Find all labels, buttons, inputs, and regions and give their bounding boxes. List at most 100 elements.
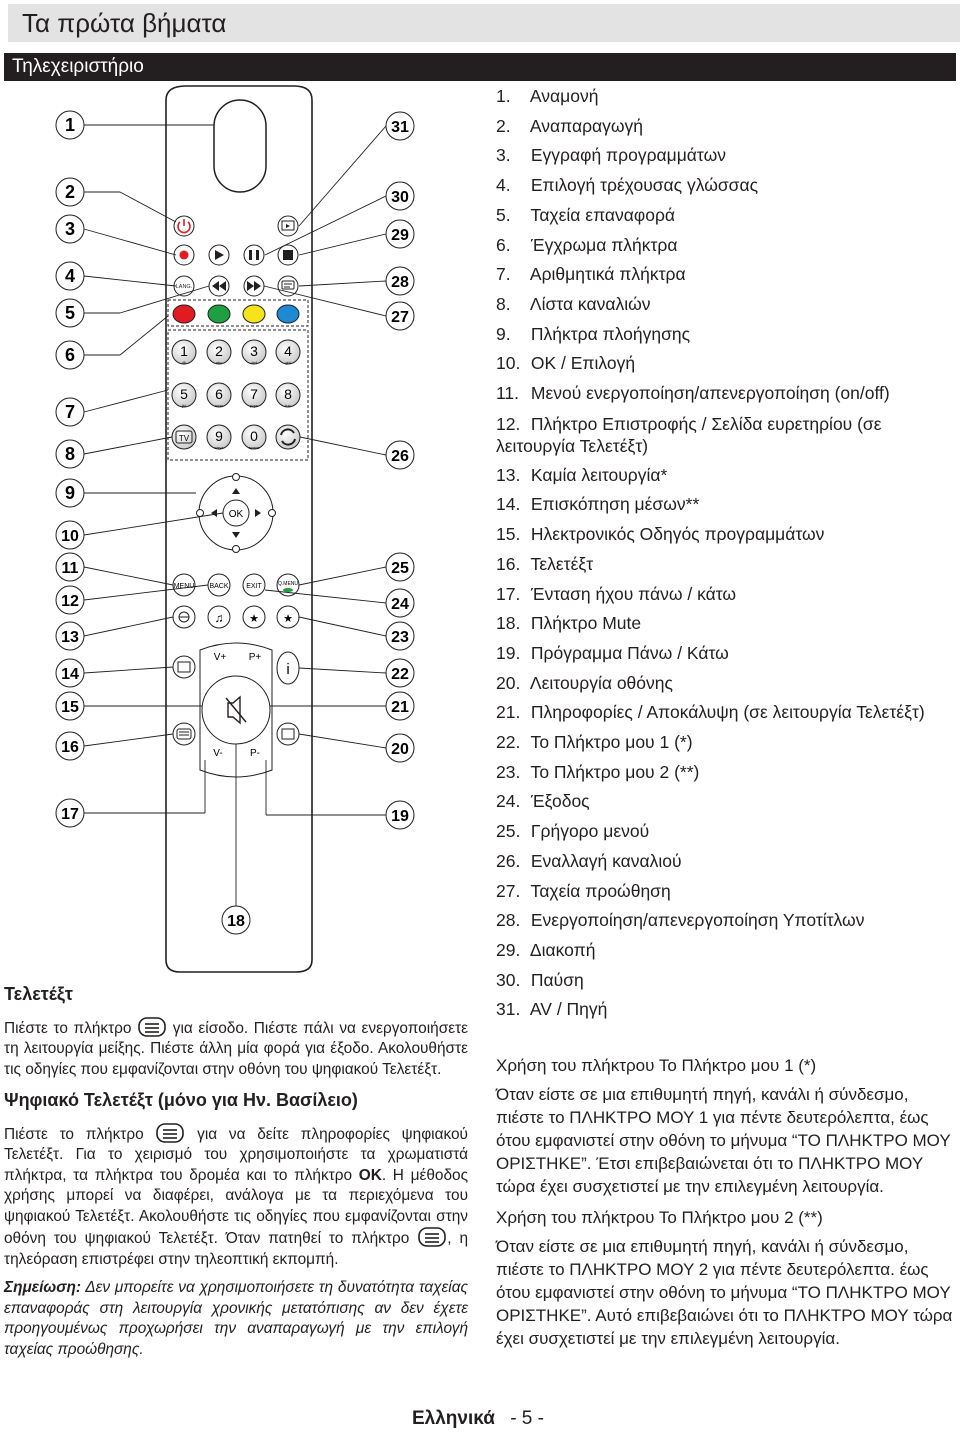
legend-item: 5. Ταχεία επαναφορά <box>496 204 676 225</box>
blue-button <box>276 304 300 324</box>
callout-9: 9 <box>55 478 85 508</box>
legend-item: 24. Έξοδος <box>496 791 590 812</box>
digit-3-sub: def <box>251 360 257 365</box>
svg-text:1: 1 <box>65 115 75 135</box>
svg-text:7: 7 <box>65 402 75 422</box>
prog-up-label: P+ <box>249 652 262 663</box>
digit-4-label: 4 <box>284 343 292 359</box>
section-title: Τηλεχειριστήριο <box>4 53 956 81</box>
legend-item: 8. Λίστα καναλιών <box>496 293 651 314</box>
svg-text:18: 18 <box>227 913 245 930</box>
callout-27: 27 <box>385 301 415 331</box>
menu-button: MENU <box>172 573 196 597</box>
legend-item: 25. Γρήγορο μενού <box>496 821 650 842</box>
legend-item: 19. Πρόγραμμα Πάνω / Κάτω <box>496 642 729 663</box>
lang-button: LANG. <box>173 275 195 297</box>
digit-2-sub: abc <box>216 360 222 365</box>
teletext-icon <box>138 1016 166 1037</box>
callout-18: 18 <box>221 905 251 935</box>
digit-0-label: 0 <box>250 428 258 444</box>
exit-button: EXIT <box>242 573 266 597</box>
no-function-button <box>172 605 196 629</box>
teletext-heading: Τελετέξτ <box>4 984 73 1004</box>
footer-page-number: - 5 - <box>510 1408 544 1429</box>
source-button <box>277 215 299 237</box>
exit-label: EXIT <box>246 583 262 590</box>
svg-text:17: 17 <box>61 806 79 823</box>
svg-text:27: 27 <box>391 309 409 326</box>
yellow-button <box>242 304 266 324</box>
pause-button <box>243 244 265 266</box>
svg-text:6: 6 <box>65 345 75 365</box>
callout-4: 4 <box>55 261 85 291</box>
callout-13: 13 <box>55 621 85 651</box>
legend-item: 13. Καμία λειτουργία* <box>496 464 668 485</box>
legend-item: 15. Ηλεκτρονικός Οδηγός προγραμμάτων <box>496 524 825 545</box>
callout-11: 11 <box>55 552 85 582</box>
page-title: Τα πρώτα βήματα <box>8 4 960 42</box>
footer-language: Ελληνικά <box>412 1408 495 1429</box>
digit-0-sub: space <box>249 445 260 450</box>
svg-text:★: ★ <box>249 613 259 625</box>
callout-17: 17 <box>55 798 85 828</box>
subtitle-button <box>277 275 299 297</box>
play-button <box>208 244 230 266</box>
callout-1: 1 <box>55 110 85 140</box>
callout-14: 14 <box>55 658 85 688</box>
legend-item: 29. Διακοπή <box>496 939 596 960</box>
callout-2: 2 <box>55 177 85 207</box>
red-button <box>172 304 196 324</box>
svg-text:24: 24 <box>391 596 409 613</box>
info-label: i <box>286 661 289 678</box>
callout-24: 24 <box>385 588 415 618</box>
callout-10: 10 <box>55 520 85 550</box>
svg-text:21: 21 <box>391 699 409 716</box>
back-label: BACK <box>209 583 228 590</box>
callout-15: 15 <box>55 691 85 721</box>
digit-5-sub: jkl <box>181 403 186 408</box>
channel-list-button: TV <box>171 424 197 450</box>
teletext-icon <box>418 1227 447 1247</box>
legend-item: 16. Τελετέξτ <box>496 553 594 574</box>
legend-item: 21. Πληροφορίες / Αποκάλυψη (σε λειτουργ… <box>496 702 925 723</box>
teletext-paragraph: Πιέστε το πλήκτρο για είσοδο. Πιέστε πάλ… <box>4 1016 468 1081</box>
green-button <box>207 304 231 324</box>
svg-text:25: 25 <box>391 560 409 577</box>
svg-text:9: 9 <box>65 483 75 503</box>
note-paragraph: Σημείωση: Δεν μπορείτε να χρησιμοποιήσετ… <box>4 1279 468 1358</box>
legend-item: 17. Ένταση ήχου πάνω / κάτω <box>496 583 737 604</box>
legend-item: 6. Έγχρωμα πλήκτρα <box>496 234 678 255</box>
my-button-1-heading: Χρήση του πλήκτρου Το Πλήκτρο μου 1 (*) <box>496 1056 817 1075</box>
my-button-notes: Χρήση του πλήκτρου Το Πλήκτρο μου 1 (*) … <box>496 1054 958 1358</box>
legend-item: 4. Επιλογή τρέχουσας γλώσσας <box>496 175 759 196</box>
callout-26: 26 <box>385 440 415 470</box>
callout-16: 16 <box>55 731 85 761</box>
svg-text:5: 5 <box>65 303 75 323</box>
digit-9-sub: wxyz <box>215 445 224 450</box>
legend-item: 1. Αναμονή <box>496 86 599 106</box>
qmenu-label: Q.MENU <box>278 581 298 587</box>
svg-text:23: 23 <box>391 629 409 646</box>
my-button-1-text: Όταν είστε σε μια επιθυμητή πηγή, κανάλι… <box>496 1085 951 1196</box>
legend-item: 30. Παύση <box>496 969 584 990</box>
back-button: BACK <box>207 573 231 597</box>
legend-item: 14. Επισκόπηση μέσων** <box>496 494 700 515</box>
epg-button <box>172 655 196 679</box>
legend-item: 12. Πλήκτρο Επιστροφής / Σελίδα ευρετηρί… <box>496 413 882 456</box>
screen-mode-button <box>276 722 300 746</box>
teletext-button <box>172 722 196 746</box>
my-button-1: ★ <box>276 605 300 629</box>
callout-6: 6 <box>55 340 85 370</box>
lang-label: LANG. <box>176 284 193 290</box>
callout-5: 5 <box>55 298 85 328</box>
svg-text:2: 2 <box>65 182 75 202</box>
digit-7-sub: pqrs <box>250 403 258 408</box>
swap-button <box>275 424 301 450</box>
svg-text:8: 8 <box>65 444 75 464</box>
